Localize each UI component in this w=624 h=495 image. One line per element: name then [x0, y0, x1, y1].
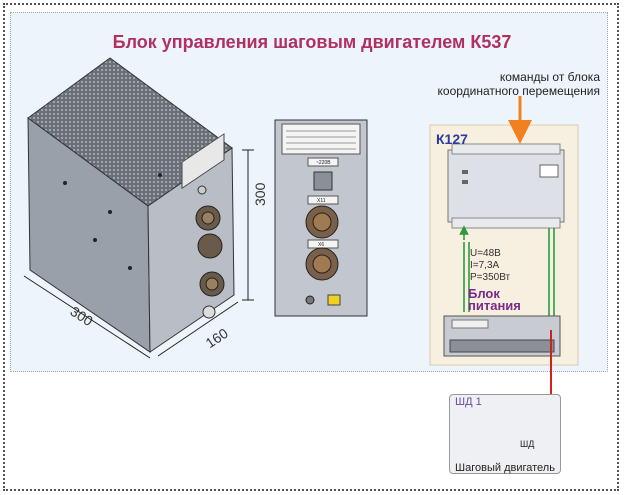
controller-label: К127	[436, 131, 468, 147]
enclosure-iso-view	[27, 57, 235, 353]
outer-dotted-frame	[3, 3, 619, 491]
commands-label: команды от блока координатного перемещен…	[420, 70, 600, 98]
front-label-220: ~220В	[316, 160, 331, 166]
power-supply-label: Блок питания	[468, 286, 521, 313]
power-supply	[443, 315, 561, 357]
diagram-title: Блок управления шаговым двигателем К537	[112, 32, 512, 52]
dimension-lines	[23, 149, 254, 359]
front-label-x6: Х6	[318, 242, 324, 248]
power-current: I=7,3А	[470, 260, 500, 271]
commands-label-line2: координатного перемещения	[437, 84, 600, 98]
power-label-line1: Блок	[468, 286, 500, 301]
motor-caption: Шаговый двигатель	[455, 462, 555, 474]
power-voltage: U=48В	[470, 248, 501, 259]
dim-height: 300	[252, 182, 268, 206]
front-label-x11: Х11	[317, 198, 326, 204]
power-specs: U=48В I=7,3А P=350Вт	[470, 248, 510, 284]
motor-tag: ШД 1	[455, 396, 482, 408]
green-wires	[459, 225, 555, 330]
commands-label-line1: команды от блока	[499, 70, 600, 84]
power-wattage: P=350Вт	[470, 272, 511, 283]
motor-box	[449, 394, 561, 474]
motor-body-label: ШД	[520, 439, 535, 449]
power-label-line2: питания	[468, 298, 521, 313]
front-panel-view	[274, 119, 368, 317]
